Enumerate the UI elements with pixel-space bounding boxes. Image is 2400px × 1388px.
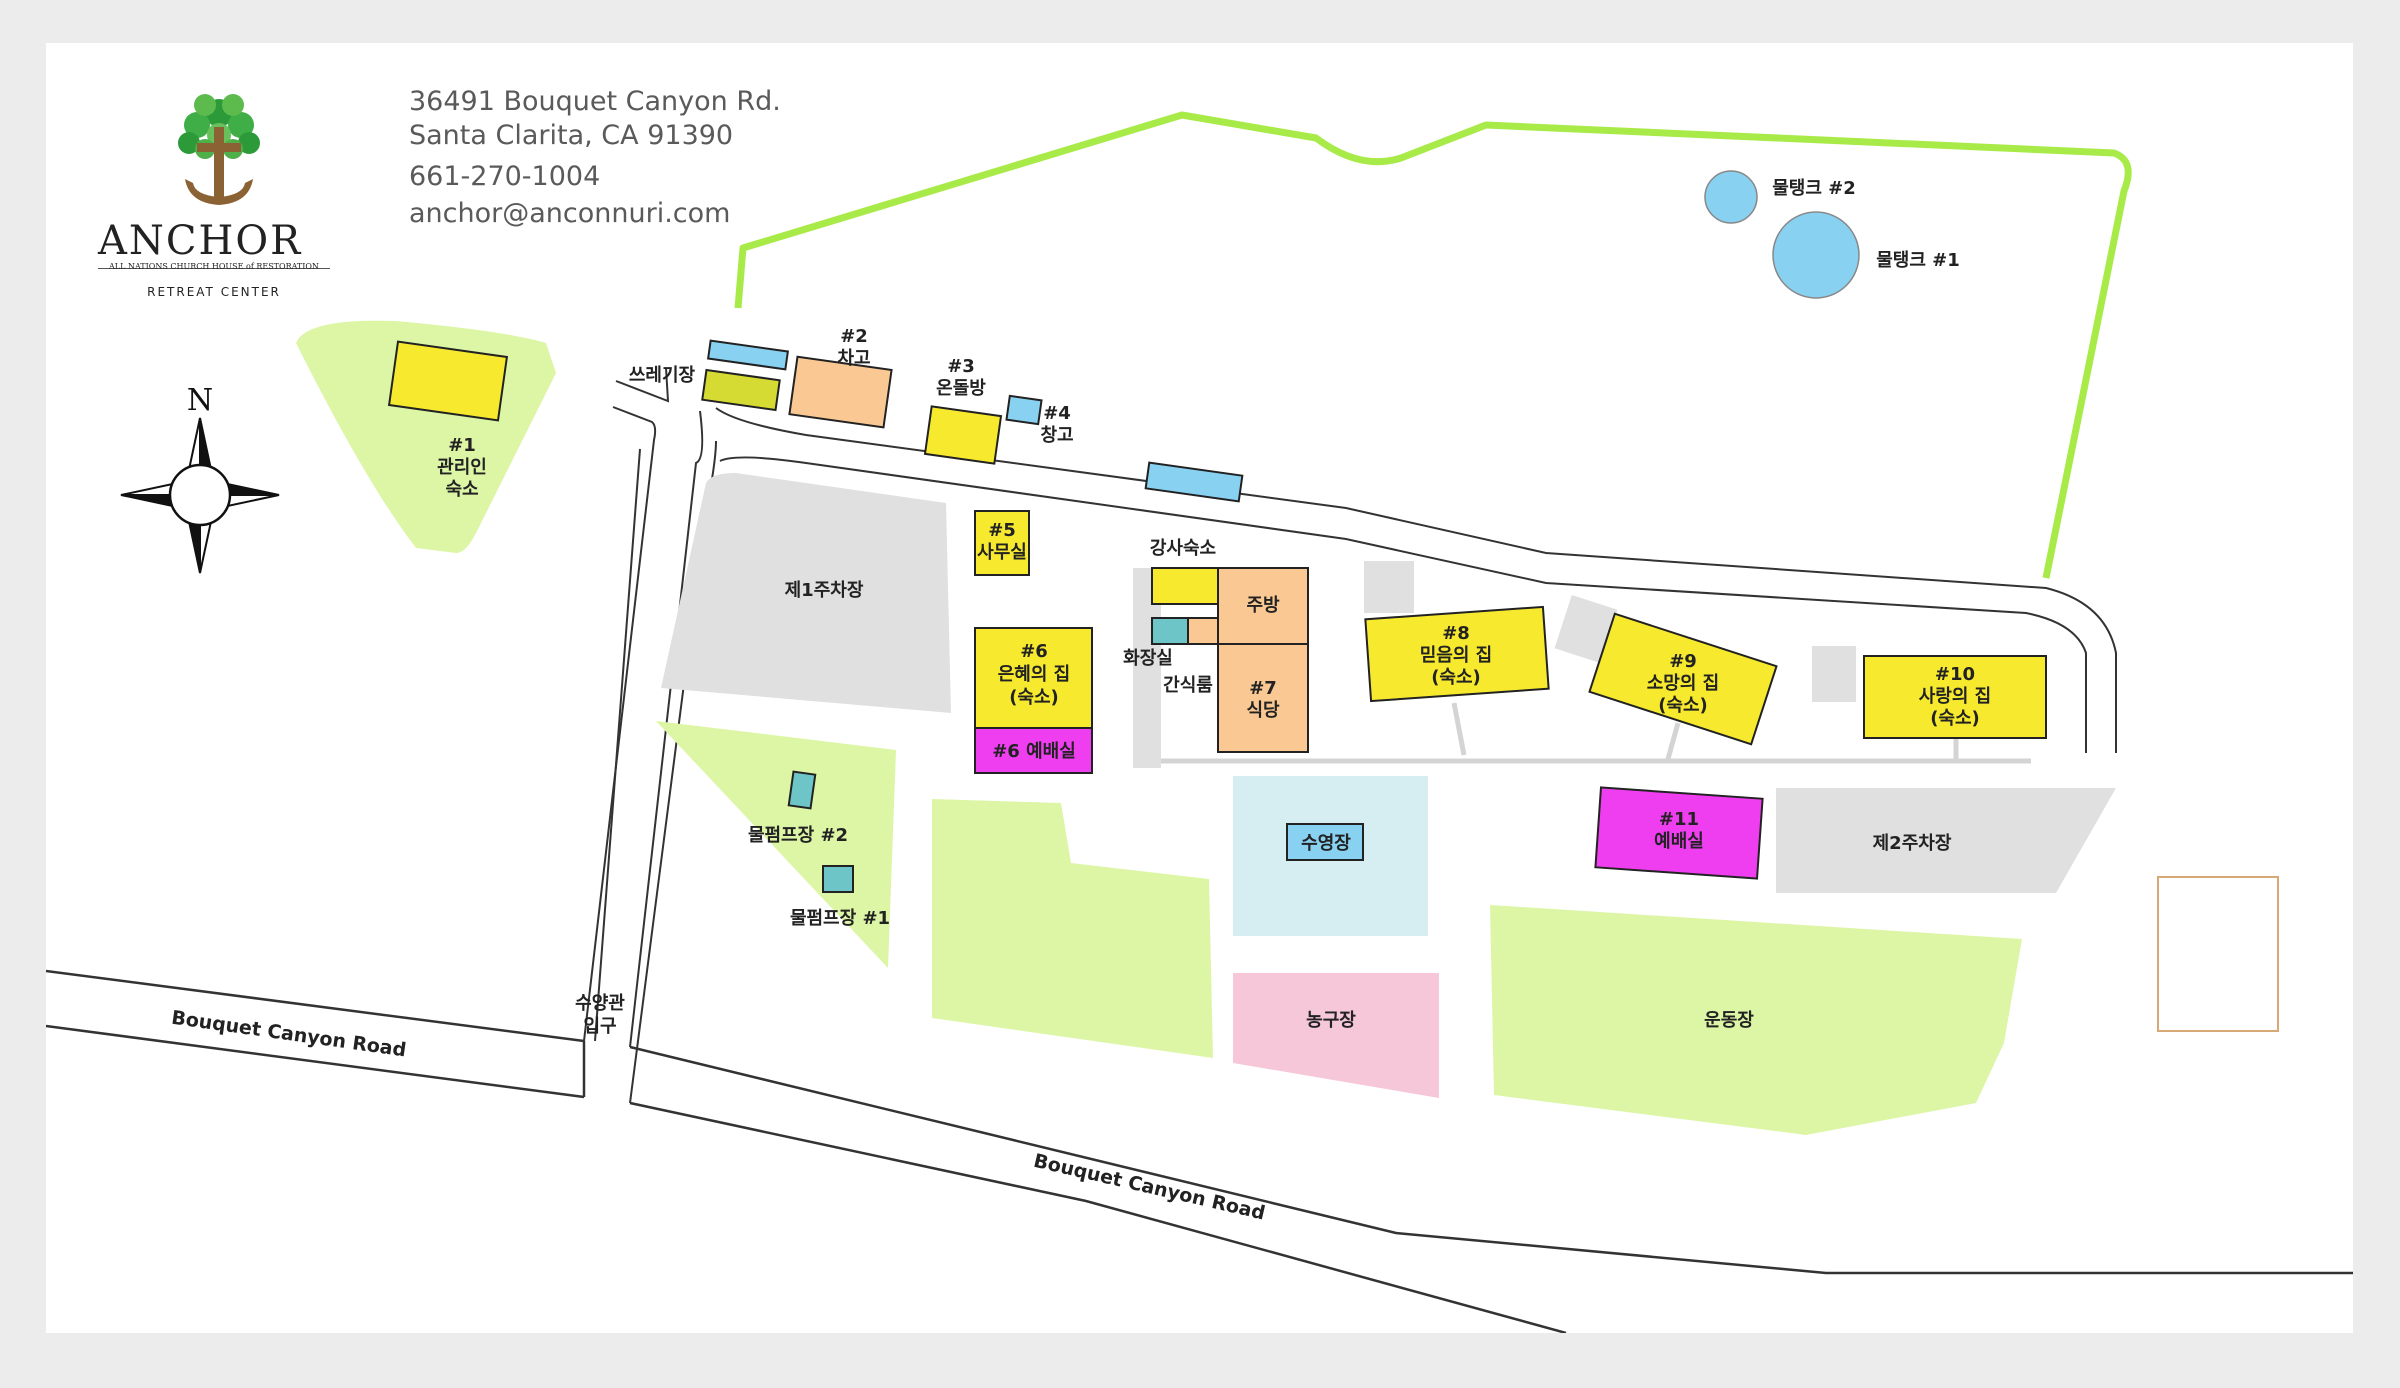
map-card: ANCHOR ALL NATIONS CHURCH HOUSE of RESTO… bbox=[46, 43, 2353, 1333]
water-tank-2-label: 물탱크 #2 bbox=[1772, 178, 1856, 199]
building-5-number: #5 bbox=[988, 520, 1016, 541]
instructor-lodge bbox=[1151, 567, 1219, 605]
building-6-grace-house bbox=[974, 627, 1093, 729]
snack-room-label: 간식룸 bbox=[1163, 675, 1213, 696]
building-8-label: 믿음의 집 bbox=[1420, 645, 1493, 666]
building-5-office bbox=[974, 510, 1030, 576]
building-6-label: 은혜의 집 bbox=[998, 664, 1071, 685]
building-5-label: 사무실 bbox=[977, 542, 1027, 563]
building-2-garage bbox=[788, 355, 893, 429]
gray-block-1 bbox=[1364, 561, 1414, 613]
building-9-hope-house bbox=[1588, 612, 1778, 746]
building-6-chapel bbox=[974, 727, 1093, 774]
building-4-storage bbox=[1005, 394, 1043, 426]
building-3-number: #3 bbox=[947, 356, 975, 377]
entrance-label-line-1: 수양관 bbox=[575, 993, 625, 1014]
road-label-upper: Bouquet Canyon Road bbox=[170, 1007, 408, 1062]
building-3-label: 온돌방 bbox=[936, 378, 986, 399]
building-10-sublabel: (숙소) bbox=[1930, 708, 1980, 729]
building-6-sublabel: (숙소) bbox=[1009, 687, 1059, 708]
restroom bbox=[1151, 617, 1189, 645]
address-line-1: 36491 Bouquet Canyon Rd. bbox=[409, 86, 781, 117]
parking-lot-1 bbox=[661, 473, 951, 713]
building-8-number: #8 bbox=[1442, 623, 1470, 644]
compass-rose-icon bbox=[120, 417, 280, 574]
building-2-number: #2 bbox=[840, 326, 868, 347]
empty-lot bbox=[2157, 876, 2279, 1032]
kitchen-label: 주방 bbox=[1246, 595, 1280, 616]
water-tank-2-icon bbox=[1704, 170, 1758, 224]
building-7-label: 식당 bbox=[1246, 700, 1280, 721]
building-7-dining bbox=[1217, 643, 1309, 753]
email-address: anchor@anconnuri.com bbox=[409, 198, 731, 229]
logo-tagline: RETREAT CENTER bbox=[147, 285, 281, 299]
trash-area-label: 쓰레기장 bbox=[629, 365, 696, 386]
pump-house-2-label: 물펌프장 #2 bbox=[748, 825, 848, 846]
building-9-sublabel: (숙소) bbox=[1658, 695, 1708, 716]
bouquet-canyon-road bbox=[46, 969, 2353, 1333]
parking-lot-2 bbox=[1776, 788, 2116, 893]
building-1-label: 관리인 bbox=[437, 457, 487, 478]
address-line-2: Santa Clarita, CA 91390 bbox=[409, 120, 734, 151]
building-10-label: 사랑의 집 bbox=[1919, 686, 1992, 707]
building-9-label: 소망의 집 bbox=[1647, 673, 1720, 694]
pump-house-2 bbox=[787, 770, 817, 810]
pool-label-box bbox=[1286, 823, 1364, 861]
sports-field-label: 운동장 bbox=[1704, 1010, 1754, 1031]
pool-label: 수영장 bbox=[1301, 833, 1351, 854]
building-10-love-house bbox=[1863, 655, 2047, 739]
building-11-chapel bbox=[1594, 786, 1764, 880]
building-4-label: 창고 bbox=[1040, 425, 1073, 446]
building-6-number: #6 bbox=[1020, 641, 1048, 662]
building-2-label: 차고 bbox=[837, 348, 870, 369]
building-7-number: #7 bbox=[1249, 678, 1277, 699]
trash-area bbox=[701, 368, 781, 412]
snack-room bbox=[1187, 617, 1219, 645]
water-tank-1-label: 물탱크 #1 bbox=[1876, 250, 1960, 271]
logo-wordmark: ANCHOR bbox=[98, 218, 303, 264]
compass-north-label: N bbox=[187, 383, 213, 418]
blue-shed bbox=[1144, 461, 1244, 503]
basketball-court bbox=[1233, 973, 1439, 1098]
trash-top bbox=[706, 339, 790, 371]
tree-anchor-logo-icon bbox=[178, 94, 260, 205]
building-8-faith-house bbox=[1364, 605, 1550, 703]
green-zone-center bbox=[932, 799, 1213, 1058]
green-zone-field bbox=[1490, 905, 2022, 1135]
restroom-label: 화장실 bbox=[1123, 648, 1173, 669]
building-3-ondol bbox=[923, 405, 1003, 465]
building-11-number: #11 bbox=[1659, 809, 1699, 830]
water-tank-1-icon bbox=[1772, 211, 1860, 299]
building-8-sublabel: (숙소) bbox=[1431, 667, 1481, 688]
gray-block-3 bbox=[1812, 646, 1856, 702]
basketball-court-label: 농구장 bbox=[1306, 1010, 1356, 1031]
building-11-label: 예배실 bbox=[1654, 831, 1704, 852]
gray-block-2 bbox=[1554, 594, 1618, 664]
site-map: N 쓰레기장 #1 관리인 숙소 #2 차고 #3 온돌방 #4 창고 #5 사… bbox=[46, 111, 2353, 1333]
road-label-lower: Bouquet Canyon Road bbox=[1032, 1150, 1268, 1225]
building-1-caretaker bbox=[387, 340, 509, 422]
building-1-number: #1 bbox=[448, 435, 476, 456]
instructor-lodge-label: 강사숙소 bbox=[1150, 538, 1216, 559]
pump-house-1-label: 물펌프장 #1 bbox=[790, 908, 890, 929]
building-4-number: #4 bbox=[1043, 403, 1071, 424]
kitchen bbox=[1217, 567, 1309, 645]
building-6-chapel-label: #6 예배실 bbox=[992, 741, 1076, 762]
parking-2-label: 제2주차장 bbox=[1873, 833, 1952, 854]
entrance-label-line-2: 입구 bbox=[583, 1015, 616, 1037]
building-9-number: #9 bbox=[1669, 651, 1697, 672]
logo-subtitle: ALL NATIONS CHURCH HOUSE of RESTORATION bbox=[109, 262, 319, 271]
walkways bbox=[1161, 702, 2031, 764]
green-zone-pumps bbox=[656, 721, 896, 968]
parking-1-label: 제1주차장 bbox=[785, 580, 864, 601]
building-10-number: #10 bbox=[1935, 664, 1975, 685]
property-fence bbox=[734, 111, 2132, 579]
phone-number: 661-270-1004 bbox=[409, 161, 601, 192]
pump-house-1 bbox=[822, 865, 854, 893]
building-1-sublabel: 숙소 bbox=[445, 479, 478, 500]
